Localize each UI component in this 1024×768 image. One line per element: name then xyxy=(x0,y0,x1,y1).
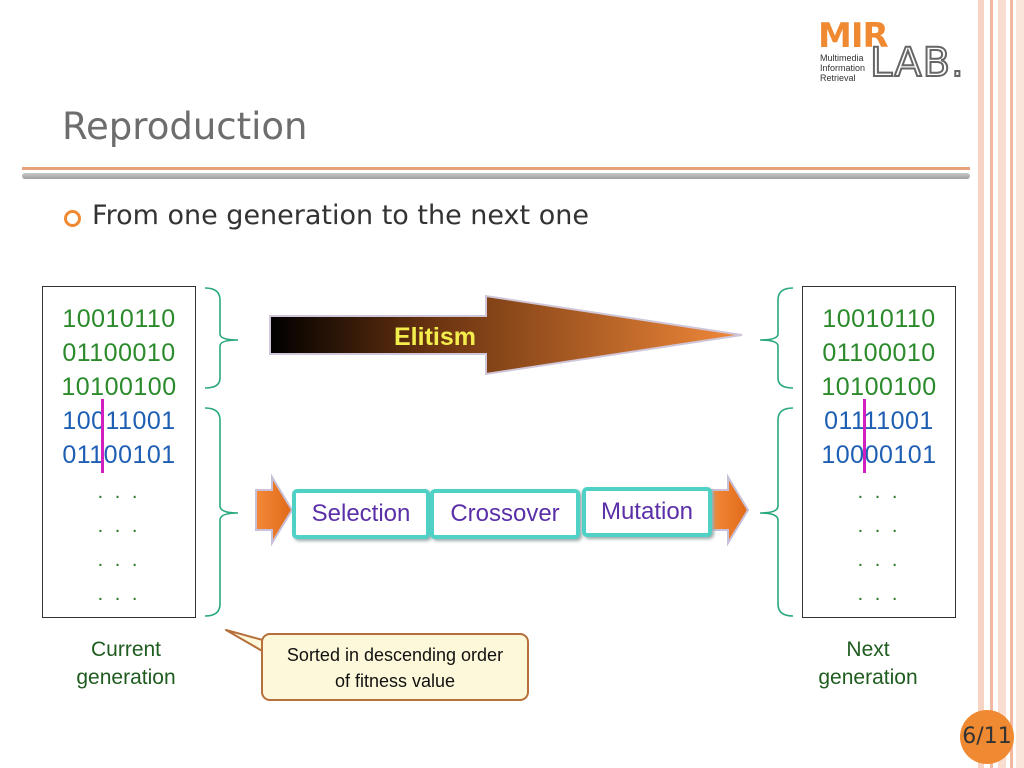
title-divider-shadow xyxy=(22,173,970,179)
current-generation-box: 10010110 01100010 10100100 10011001 0110… xyxy=(42,286,196,618)
chromosome: 10010110 xyxy=(62,305,176,333)
elitism-arrow xyxy=(269,294,743,376)
brace-rest-left xyxy=(204,407,239,617)
current-generation-label: Current generation xyxy=(76,638,176,689)
sorting-note: Sorted in descending order of fitness va… xyxy=(261,633,529,701)
ellipsis: . . . xyxy=(857,515,901,537)
title-divider xyxy=(22,167,970,170)
next-generation-box: 10010110 01100010 10100100 01111001 1000… xyxy=(802,286,956,618)
logo-lab-text: LAB. xyxy=(869,39,965,87)
chromosome: 01100010 xyxy=(822,339,936,367)
ellipsis: . . . xyxy=(97,515,141,537)
bullet-text: From one generation to the next one xyxy=(92,200,589,231)
chromosome: 01100010 xyxy=(62,339,176,367)
process-arrow-in xyxy=(255,473,294,547)
chromosome: 10000101 xyxy=(821,441,937,469)
chromosome: 01111001 xyxy=(824,407,934,435)
side-stripe xyxy=(1010,0,1013,768)
mirlab-logo: MIR LAB. Multimedia Information Retrieva… xyxy=(818,16,968,87)
chromosome: 10011001 xyxy=(62,407,176,435)
ellipsis: . . . xyxy=(97,481,141,503)
chromosome: 01100101 xyxy=(62,441,176,469)
ellipsis: . . . xyxy=(97,583,141,605)
chromosome: 10010110 xyxy=(822,305,936,333)
mutation-box: Mutation xyxy=(582,487,712,537)
next-generation-label: Next generation xyxy=(818,638,918,689)
side-stripe xyxy=(990,0,993,768)
brace-rest-right xyxy=(759,407,794,617)
logo-subtitle: Multimedia Information Retrieval xyxy=(820,53,866,83)
crossover-point-marker xyxy=(101,399,104,473)
page-title: Reproduction xyxy=(62,105,308,148)
side-stripe xyxy=(1016,0,1024,768)
selection-box: Selection xyxy=(292,489,430,539)
ellipsis: . . . xyxy=(97,549,141,571)
side-stripe xyxy=(978,0,984,768)
crossover-box: Crossover xyxy=(430,489,580,539)
crossover-point-marker xyxy=(863,399,866,473)
ellipsis: . . . xyxy=(857,481,901,503)
bullet-icon xyxy=(64,210,81,227)
process-arrow-out xyxy=(711,473,750,547)
brace-elite-right xyxy=(759,287,794,389)
brace-elite-left xyxy=(204,287,239,389)
chromosome: 10100100 xyxy=(61,373,177,401)
note-callout-pointer xyxy=(225,629,271,653)
page-number: 6/11 xyxy=(960,710,1014,764)
side-stripe xyxy=(998,0,1006,768)
logo-mir-text: MIR xyxy=(818,16,889,56)
ellipsis: . . . xyxy=(857,583,901,605)
chromosome: 10100100 xyxy=(821,373,937,401)
elitism-label: Elitism xyxy=(394,323,476,351)
ellipsis: . . . xyxy=(857,549,901,571)
